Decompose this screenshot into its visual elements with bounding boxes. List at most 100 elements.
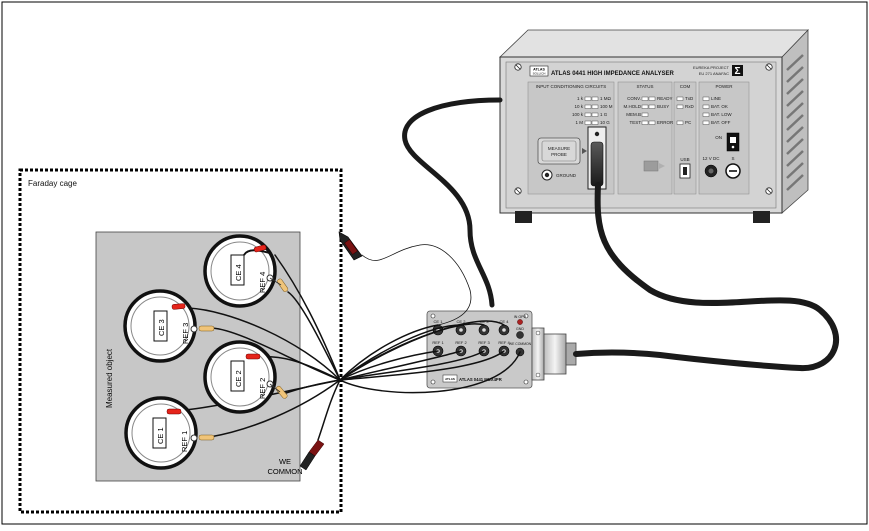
svg-text:1 MΩ: 1 MΩ <box>600 96 612 101</box>
svg-text:PC: PC <box>685 120 692 125</box>
svg-text:M.HOLD: M.HOLD <box>623 104 641 109</box>
cell-3: CE 3 REF 3 <box>123 289 215 363</box>
atlas-logo-text: ATLAS <box>533 68 545 72</box>
mux-status-label: IN OPR <box>514 315 527 319</box>
ce-4-clip <box>253 244 267 253</box>
ce-1-clip <box>166 408 182 415</box>
svg-text:MEM.B: MEM.B <box>626 112 641 117</box>
svg-text:RxD: RxD <box>685 104 694 109</box>
ce-2-electrode <box>230 360 245 392</box>
ce-3-clip <box>171 303 186 310</box>
svg-text:REF 3: REF 3 <box>478 340 490 345</box>
svg-text:REF 4: REF 4 <box>498 340 510 345</box>
ref-3-label: REF 3 <box>181 323 190 344</box>
ref-2-label: REF 2 <box>258 378 267 399</box>
ce-4-electrode <box>230 254 245 286</box>
svg-text:100 k: 100 k <box>572 112 584 117</box>
ref-4-label: REF 4 <box>258 272 267 293</box>
svg-text:READY: READY <box>657 96 673 101</box>
ref-4-clip <box>277 278 289 292</box>
input-section-title: INPUT CONDITIONING CIRCUITS <box>536 84 606 89</box>
atlas-logo-subtext: SOLLICH <box>533 72 546 76</box>
com-indicators: TxD RxD PC <box>676 96 694 125</box>
svg-text:BAT. OK: BAT. OK <box>711 104 728 109</box>
mux-we-common-label: WE COMMON <box>509 342 532 346</box>
atlas-logo <box>529 65 549 77</box>
ce-1-electrode <box>152 417 167 449</box>
svg-text:CE 1: CE 1 <box>156 427 165 444</box>
ce-3-electrode <box>153 310 168 342</box>
cell-2: CE 2 REF 2 <box>203 340 288 414</box>
mux-gnd-jack[interactable] <box>516 331 524 339</box>
svg-text:1 M: 1 M <box>575 120 583 125</box>
project-label: EUREKA PROJECT <box>693 65 730 70</box>
cell-1: CE 1 REF 1 <box>124 396 215 470</box>
main-cables <box>402 97 840 372</box>
input-range-indicators: 1 k 1 MΩ 10 k 100 M 100 k 1 G 1 M 10 G <box>572 96 613 125</box>
svg-text:REF 1: REF 1 <box>432 340 444 345</box>
power-on-label: ON <box>715 135 722 140</box>
ground-label: GROUND <box>556 173 577 178</box>
analyser-title: ATLAS 0441 HIGH IMPEDANCE ANALYSER <box>551 71 674 77</box>
svg-text:BUSY: BUSY <box>657 104 669 109</box>
analyser-foot-left <box>515 211 532 223</box>
fuse-label: S <box>731 156 734 161</box>
svg-text:CE 3: CE 3 <box>157 319 166 336</box>
faraday-cage-label: Faraday cage <box>28 179 77 188</box>
mux-model-label: ATLAS 0441 MUX4PR <box>459 377 502 382</box>
status-display <box>643 160 659 172</box>
svg-text:REF 2: REF 2 <box>455 340 467 345</box>
com-section-title: COM <box>680 84 691 89</box>
svg-text:CE 2: CE 2 <box>457 319 467 324</box>
cell-4: CE 4 REF 4 <box>203 234 289 308</box>
svg-text:BAT. LOW: BAT. LOW <box>711 112 732 117</box>
svg-text:CE 4: CE 4 <box>234 264 243 281</box>
measured-object-label: Measured object <box>105 348 114 408</box>
project-code-label: EU 271 ANAFAC <box>699 71 729 76</box>
svg-text:100 M: 100 M <box>600 104 613 109</box>
ce-2-clip <box>245 353 261 360</box>
high-impedance-analyser: ATLAS SOLLICH ATLAS 0441 HIGH IMPEDANCE … <box>499 29 809 223</box>
mux-status-led <box>517 319 523 325</box>
faraday-cage <box>18 168 343 514</box>
power-section-title: POWER <box>715 84 733 89</box>
svg-text:TEST: TEST <box>629 120 641 125</box>
svg-text:CE 1: CE 1 <box>434 319 444 324</box>
svg-text:LINE: LINE <box>711 96 721 101</box>
ref-1-clip <box>198 434 215 441</box>
measure-probe-label: MEASURE <box>548 146 570 151</box>
svg-text:10 k: 10 k <box>574 104 583 109</box>
svg-text:CONV.: CONV. <box>627 96 641 101</box>
status-indicators: CONV. READY M.HOLD BUSY MEM.B TEST ERROR <box>623 96 674 125</box>
svg-text:10 G: 10 G <box>600 120 610 125</box>
svg-text:CE 4: CE 4 <box>500 319 510 324</box>
svg-text:ATLAS: ATLAS <box>445 377 455 381</box>
ref-2-clip <box>275 385 288 399</box>
svg-text:1 G: 1 G <box>600 112 608 117</box>
status-section-title: STATUS <box>636 84 653 89</box>
we-common-label: WE <box>279 457 291 466</box>
mux-gnd-label: GND <box>516 327 524 331</box>
ref-1-label: REF 1 <box>180 431 189 452</box>
sigma-logo-icon: Σ <box>734 66 740 77</box>
we-common-label-2: COMMON <box>268 467 303 476</box>
analyser-foot-right <box>753 211 770 223</box>
measure-probe-panel <box>537 137 581 165</box>
svg-text:BAT. OFF: BAT. OFF <box>711 120 731 125</box>
we-common-clip <box>299 439 325 471</box>
mux-dsub-connector[interactable] <box>531 327 545 381</box>
svg-text:1 k: 1 k <box>577 96 584 101</box>
svg-text:CE 2: CE 2 <box>234 370 243 387</box>
power-indicators: LINE BAT. OK BAT. LOW BAT. OFF <box>702 96 732 125</box>
com-panel <box>673 81 697 195</box>
ground-clip <box>338 231 363 261</box>
measure-probe-label-2: PROBE <box>551 152 567 157</box>
usb-label: USB <box>680 157 689 162</box>
ref-3-clip <box>198 325 215 332</box>
svg-text:TxD: TxD <box>685 96 694 101</box>
svg-text:ERROR: ERROR <box>657 120 674 125</box>
measurement-wires <box>184 244 521 441</box>
dc-input-label: 12 V DC <box>702 156 720 161</box>
